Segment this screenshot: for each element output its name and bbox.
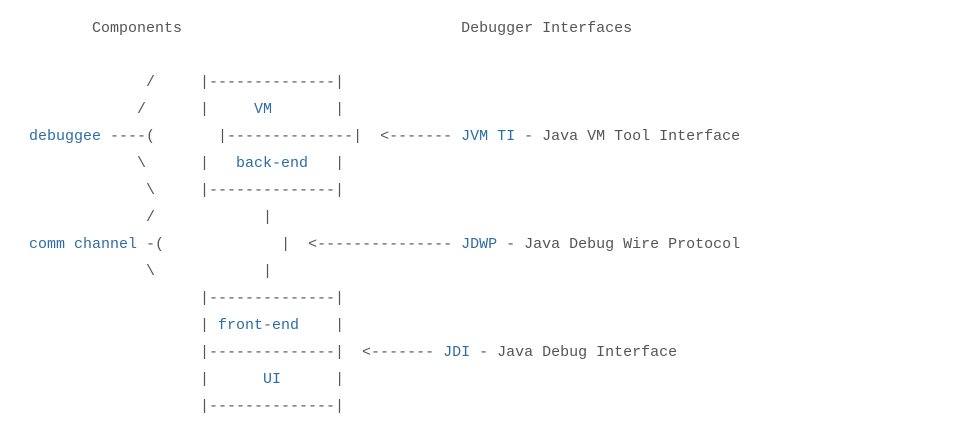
diagram-text: |--------------|	[2, 398, 345, 415]
highlighted-label: JDWP	[461, 236, 498, 253]
diagram-line: / | VM |	[2, 96, 344, 123]
diagram-text: - Java Debug Wire Protocol	[497, 236, 741, 253]
diagram-line: \ |	[2, 258, 272, 285]
diagram-text: |--------------| <-------	[2, 344, 444, 361]
diagram-line: / |--------------|	[2, 69, 344, 96]
highlighted-label: JDI	[443, 344, 471, 361]
diagram-text: ----( |--------------| <-------	[101, 128, 462, 145]
diagram-text: / |	[2, 209, 273, 226]
diagram-text: |--------------|	[2, 290, 345, 307]
diagram-text: \ |	[2, 263, 273, 280]
diagram-line: comm channel -( | <--------------- JDWP …	[2, 231, 740, 258]
highlighted-label: debuggee	[29, 128, 102, 145]
diagram-text: / |	[2, 101, 255, 118]
diagram-line: | UI |	[2, 366, 344, 393]
diagram-line: | front-end |	[2, 312, 344, 339]
diagram-line: \ | back-end |	[2, 150, 344, 177]
diagram-text: |	[308, 155, 345, 172]
diagram-text: |	[2, 371, 264, 388]
highlighted-label: UI	[263, 371, 282, 388]
diagram-headings: Components Debugger Interfaces	[2, 15, 632, 42]
diagram-text: |	[299, 317, 345, 334]
diagram-text	[2, 128, 29, 145]
highlighted-label: comm channel	[29, 236, 138, 253]
diagram-text: |	[281, 371, 345, 388]
diagram-line: \ |--------------|	[2, 177, 344, 204]
highlighted-label: front-end	[218, 317, 300, 334]
highlighted-label: JVM TI	[461, 128, 516, 145]
diagram-text: - Java VM Tool Interface	[515, 128, 741, 145]
diagram-text: \ |	[2, 155, 237, 172]
diagram-text: -( | <---------------	[137, 236, 462, 253]
highlighted-label: VM	[254, 101, 273, 118]
diagram-text: \ |--------------|	[2, 182, 345, 199]
diagram-line: debuggee ----( |--------------| <-------…	[2, 123, 740, 150]
diagram-text: Components Debugger Interfaces	[2, 20, 633, 37]
diagram-line: / |	[2, 204, 272, 231]
diagram-text: |	[272, 101, 345, 118]
diagram-line: |--------------| <------- JDI - Java Deb…	[2, 339, 677, 366]
diagram-line: |--------------|	[2, 393, 344, 420]
diagram-text: / |--------------|	[2, 74, 345, 91]
diagram-line: |--------------|	[2, 285, 344, 312]
diagram-text	[2, 236, 29, 253]
diagram-text: |	[2, 317, 219, 334]
diagram-text: - Java Debug Interface	[470, 344, 678, 361]
highlighted-label: back-end	[236, 155, 309, 172]
